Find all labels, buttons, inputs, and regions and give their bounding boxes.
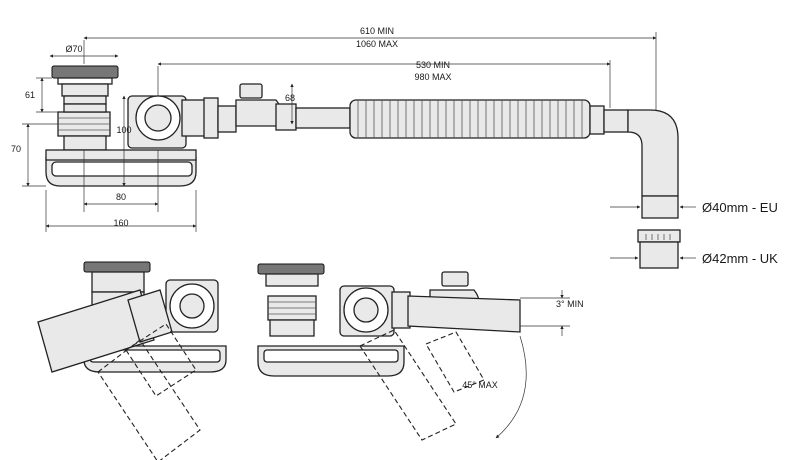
main-assembly-view [45, 65, 681, 269]
trap-elbow [127, 95, 219, 149]
dashed-angled-pipe-a [359, 329, 457, 441]
label-uk-outlet: Ø42mm - UK [702, 251, 778, 266]
label-width-80: 80 [116, 192, 126, 202]
overflow-connector [235, 83, 282, 127]
dimension-lines [22, 32, 696, 260]
label-height-61: 61 [25, 90, 35, 100]
label-eu-outlet: Ø40mm - EU [702, 200, 778, 215]
label-height-100: 100 [116, 125, 131, 135]
dimension-labels: 610 MIN 1060 MAX 530 MIN 980 MAX Ø70 61 … [11, 26, 584, 390]
label-overall-min: 610 MIN [360, 26, 394, 36]
solid-outlet-pipe [37, 289, 155, 373]
label-overall-max: 1060 MAX [356, 39, 398, 49]
dashed-rotated-pipe-b [125, 323, 197, 397]
label-pipe-min: 530 MIN [416, 60, 450, 70]
dashed-angled-pipe-b [425, 331, 485, 393]
label-waste-diameter: Ø70 [65, 44, 82, 54]
strainer-cap [51, 65, 119, 79]
flexible-hose [349, 99, 591, 139]
uk-adaptor [637, 229, 681, 269]
fall-angle-view [257, 263, 570, 441]
outlet-labels: Ø40mm - EU Ø42mm - UK [702, 200, 778, 266]
label-height-68: 68 [285, 93, 295, 103]
label-width-160: 160 [113, 218, 128, 228]
label-pipe-max: 980 MAX [414, 72, 451, 82]
label-min-fall: 3° MIN [556, 299, 584, 309]
falling-outlet-pipe [407, 295, 521, 333]
outlet-bend [627, 109, 679, 197]
label-max-angle: 45° MAX [462, 380, 498, 390]
label-height-70: 70 [11, 144, 21, 154]
backnut [57, 103, 111, 137]
rotated-outlet-view [37, 261, 227, 460]
